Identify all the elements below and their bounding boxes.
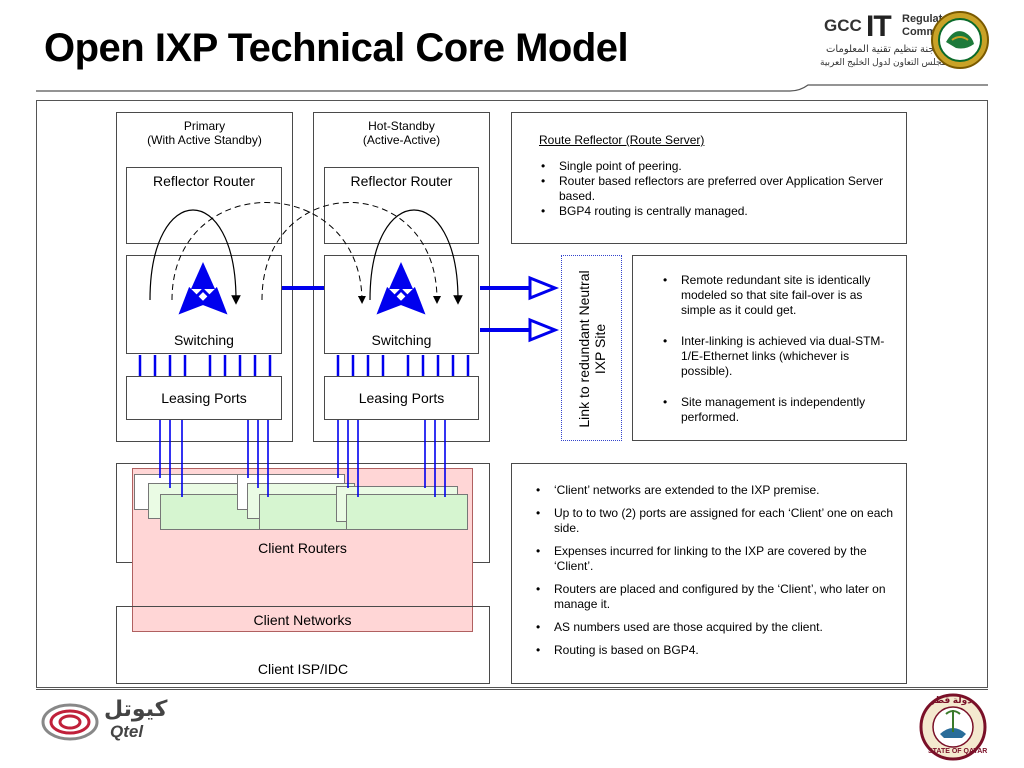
standby-title: Hot-Standby (368, 119, 435, 133)
redundant-link-line2: IXP Site (592, 323, 608, 375)
list-item: Expenses incurred for linking to the IXP… (534, 544, 896, 574)
qtel-swirl-icon (41, 703, 99, 741)
primary-reflector-router: Reflector Router (126, 167, 282, 244)
gcc-it-logo: GCC IT Regulatory Committee لجنة تنظيم ت… (818, 10, 994, 70)
primary-subtitle: (With Active Standby) (147, 133, 262, 147)
client-notes: ‘Client’ networks are extended to the IX… (511, 463, 907, 684)
primary-switching-label: Switching (174, 332, 234, 348)
client-router-card (346, 494, 468, 530)
gcc-label: GCC (824, 16, 862, 35)
client-isp-label: Client ISP/IDC (257, 661, 349, 677)
route-reflector-heading: Route Reflector (Route Server) (539, 133, 705, 147)
standby-leasing-ports: Leasing Ports (324, 376, 479, 420)
qtel-latin: Qtel (110, 722, 144, 741)
redundant-site-bullets: Remote redundant site is identically mod… (661, 273, 896, 425)
it-label: IT (866, 10, 892, 43)
page-title: Open IXP Technical Core Model (44, 26, 629, 70)
primary-reflector-label: Reflector Router (153, 173, 255, 189)
qtel-arabic: كيوتل (104, 696, 168, 721)
client-notes-bullets: ‘Client’ networks are extended to the IX… (534, 483, 896, 658)
primary-leasing-ports: Leasing Ports (126, 376, 282, 420)
arabic-line-2: مجلس التعاون لدول الخليج العربية (820, 57, 947, 67)
list-item: Routing is based on BGP4. (534, 643, 896, 658)
list-item: Remote redundant site is identically mod… (661, 273, 896, 318)
route-reflector-notes: Route Reflector (Route Server) Single po… (511, 112, 907, 244)
list-item: Site management is independently perform… (661, 395, 896, 425)
arabic-line-1: لجنة تنظيم تقنية المعلومات (826, 44, 938, 55)
primary-title: Primary (183, 119, 226, 133)
redundant-link-box: Link to redundant Neutral IXP Site (561, 255, 622, 441)
state-of-qatar-logo: دولة قطر STATE OF QATAR (918, 692, 988, 762)
redundant-link-label: Link to redundant Neutral IXP Site (576, 259, 608, 439)
list-item: Router based reflectors are preferred ov… (539, 174, 886, 204)
client-routers-label: Client Routers (258, 540, 347, 556)
standby-reflector-router: Reflector Router (324, 167, 479, 244)
list-item: Single point of peering. (539, 159, 886, 174)
route-reflector-bullets: Single point of peering. Router based re… (539, 159, 886, 219)
qatar-arabic: دولة قطر (930, 695, 972, 705)
footer-divider (36, 689, 988, 690)
standby-reflector-label: Reflector Router (350, 173, 453, 189)
standby-subtitle: (Active-Active) (362, 133, 441, 147)
redundant-site-notes: Remote redundant site is identically mod… (632, 255, 907, 441)
list-item: Inter-linking is achieved via dual-STM-1… (661, 334, 896, 379)
client-networks-label: Client Networks (253, 612, 352, 628)
list-item: Up to to two (2) ports are assigned for … (534, 506, 896, 536)
list-item: Routers are placed and configured by the… (534, 582, 896, 612)
list-item: ‘Client’ networks are extended to the IX… (534, 483, 896, 498)
primary-leasing-label: Leasing Ports (161, 390, 247, 406)
redundant-link-line1: Link to redundant Neutral (576, 270, 592, 428)
qatar-emblem-icon (919, 693, 987, 761)
qtel-logo: كيوتل Qtel (40, 694, 180, 750)
client-networks-divider (132, 606, 473, 607)
gcc-emblem-icon (931, 11, 989, 69)
list-item: AS numbers used are those acquired by th… (534, 620, 896, 635)
qatar-latin: STATE OF QATAR (928, 748, 988, 755)
standby-switching: Switching (324, 255, 479, 354)
standby-leasing-label: Leasing Ports (358, 390, 445, 406)
standby-switching-label: Switching (371, 332, 432, 348)
list-item: BGP4 routing is centrally managed. (539, 204, 886, 219)
primary-switching: Switching (126, 255, 282, 354)
header-divider (36, 84, 988, 92)
